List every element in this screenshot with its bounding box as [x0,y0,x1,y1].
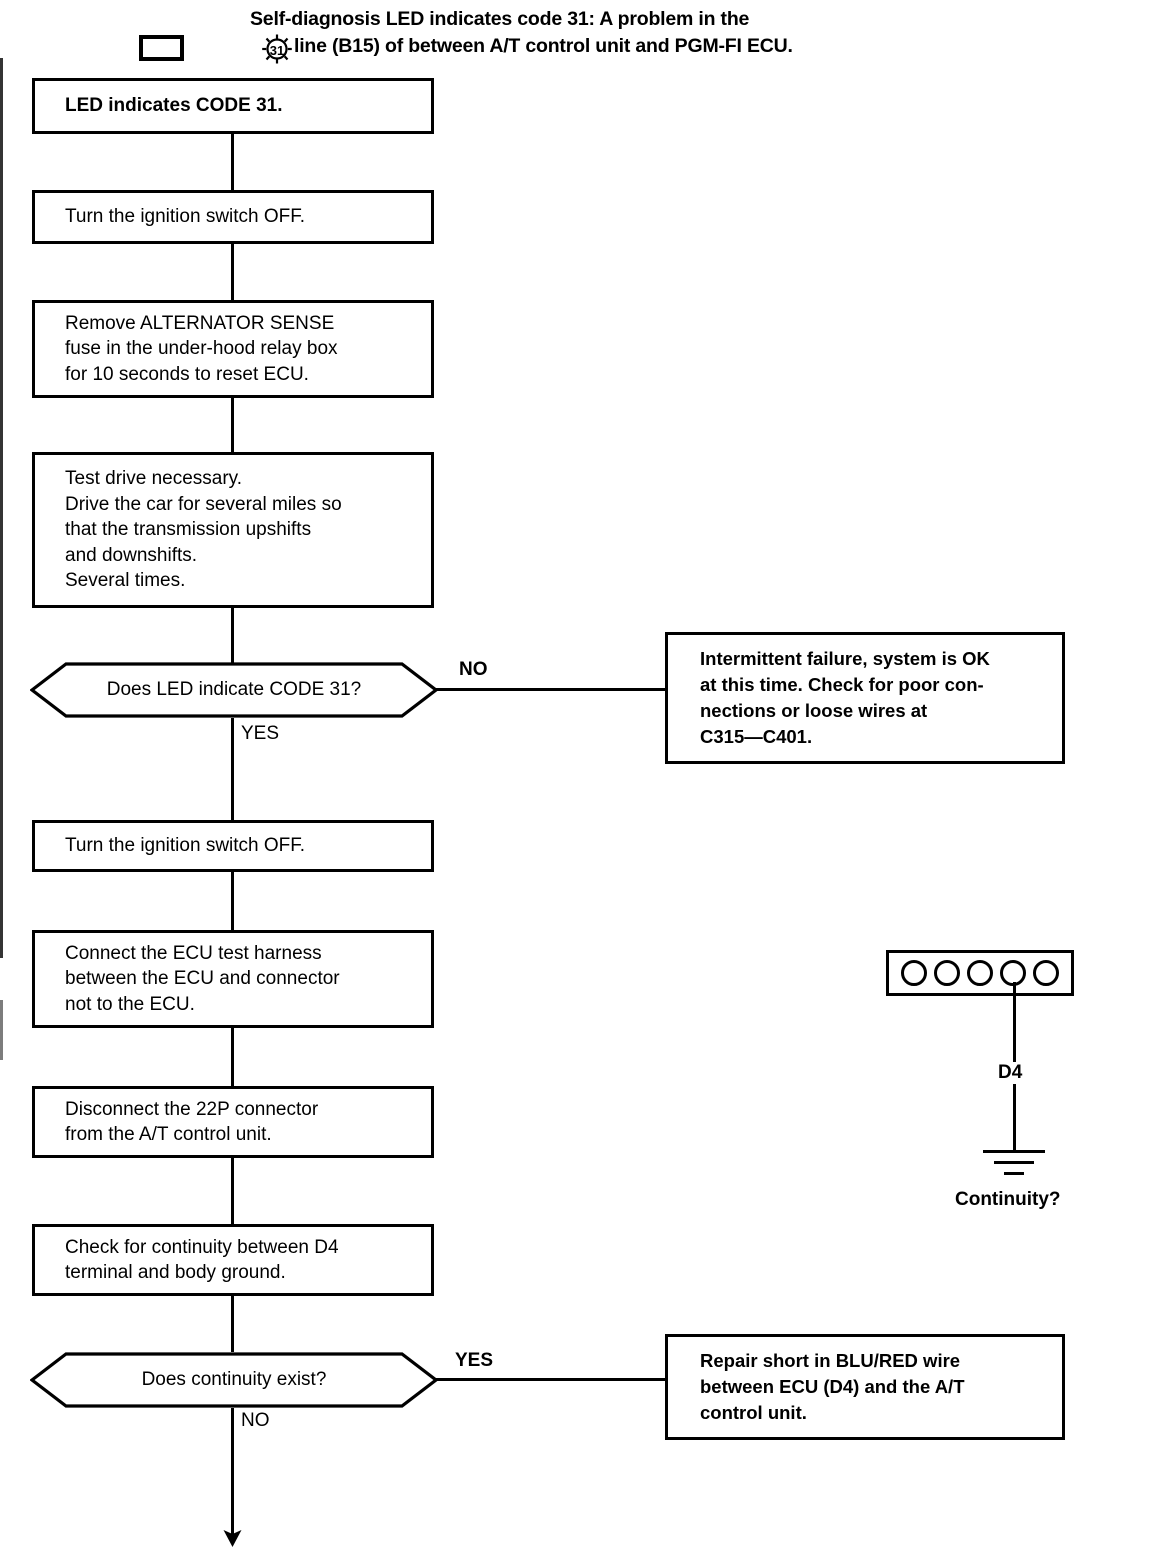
scan-edge-artifact-lower [0,1000,3,1060]
branch-line-no-2 [231,1408,234,1534]
terminal-label-d4: D4 [994,1062,1027,1084]
connector-pin-1 [901,960,928,986]
continuity-question-label: Continuity? [955,1189,1061,1210]
code-31-badge-icon: 31 [260,34,294,64]
connector-line [231,1158,234,1224]
branch-label-yes: YES [241,723,280,744]
scan-edge-artifact [0,58,3,958]
connector-illustration [886,950,1074,996]
branch-line-no [436,688,666,691]
connector-line [231,1028,234,1086]
connector-line [231,608,234,663]
connector-pin-4 [999,960,1026,986]
connector-pin-3 [966,960,993,986]
result-intermittent-failure: Intermittent failure, system is OK at th… [665,632,1065,764]
step-connect-harness: Connect the ECU test harness between the… [32,930,434,1028]
branch-line-yes [231,718,234,824]
page-title: Self-diagnosis LED indicates code 31: A … [250,6,950,60]
branch-label-no-2: NO [241,1410,270,1431]
decision-label: Does LED indicate CODE 31? [106,679,362,700]
decision-led-code-31: Does LED indicate CODE 31? [30,662,438,718]
connector-line [231,134,234,190]
branch-label-yes-2: YES [455,1350,494,1371]
connector-line [231,244,234,300]
branch-line-yes-2 [436,1378,666,1381]
connector-line [231,1296,234,1352]
connector-line [231,398,234,452]
title-line-2: line (B15) of between A/T control unit a… [294,35,793,57]
step-led-code: LED indicates CODE 31. [32,78,434,134]
step-disconnect-22p: Disconnect the 22P connector from the A/… [32,1086,434,1158]
decision-continuity-exist: Does continuity exist? [30,1352,438,1408]
empty-rectangle-icon [139,35,184,61]
result-repair-short: Repair short in BLU/RED wire between ECU… [665,1334,1065,1440]
svg-text:31: 31 [270,43,284,58]
step-test-drive: Test drive necessary. Drive the car for … [32,452,434,608]
step-check-continuity: Check for continuity between D4 terminal… [32,1224,434,1296]
step-ignition-off-1: Turn the ignition switch OFF. [32,190,434,244]
title-line-1: Self-diagnosis LED indicates code 31: A … [250,8,750,30]
connector-line [231,872,234,930]
decision-label: Does continuity exist? [141,1369,327,1390]
step-remove-fuse: Remove ALTERNATOR SENSE fuse in the unde… [32,300,434,398]
flow-arrow-down-icon [219,1520,247,1552]
connector-pin-2 [934,960,961,986]
step-ignition-off-2: Turn the ignition switch OFF. [32,820,434,872]
branch-label-no: NO [459,659,488,680]
connector-pin-5 [1032,960,1059,986]
